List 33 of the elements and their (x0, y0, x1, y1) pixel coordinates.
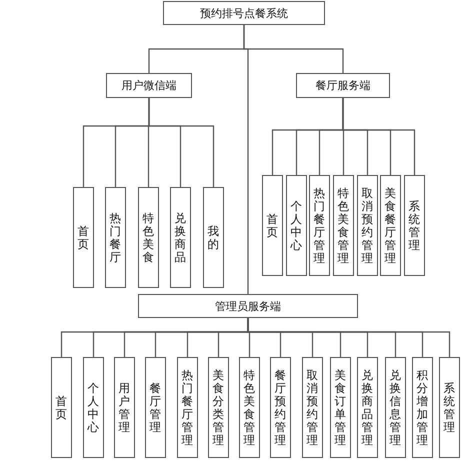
module-box: 积分增加管理 (412, 357, 433, 458)
subsystem-box: 管理员服务端 (138, 294, 358, 318)
module-box: 首页 (51, 357, 72, 458)
module-box: 取消预约管理 (302, 357, 323, 458)
module-box: 用户管理 (114, 357, 135, 458)
module-box: 美食订单管理 (330, 357, 351, 458)
module-box: 热门餐厅管理 (177, 357, 198, 458)
subsystem-box: 餐厅服务端 (296, 73, 390, 98)
module-box: 个人中心 (286, 175, 307, 276)
connector-line (148, 98, 214, 187)
connector-line (243, 25, 249, 294)
module-box: 兑换信息管理 (385, 357, 406, 458)
module-box: 首页 (73, 187, 94, 288)
module-box: 系统管理 (404, 175, 425, 276)
module-box: 个人中心 (83, 357, 104, 458)
module-box: 美食分类管理 (208, 357, 229, 458)
module-box: 特色美食管理 (333, 175, 354, 276)
connector-line (342, 98, 416, 175)
module-box: 我的 (203, 187, 224, 288)
module-box: 首页 (262, 175, 283, 276)
module-box: 系统管理 (439, 357, 460, 458)
module-box: 餐厅预约管理 (270, 357, 291, 458)
module-box: 美食餐厅管理 (380, 175, 401, 276)
subsystem-box: 用户微信端 (106, 73, 192, 98)
module-box: 热门餐厅管理 (309, 175, 330, 276)
title-box: 预约排号点餐系统 (163, 1, 325, 25)
module-box: 特色美食 (138, 187, 159, 288)
module-box: 取消预约管理 (357, 175, 378, 276)
module-box: 餐厅管理 (145, 357, 166, 458)
module-box: 热门餐厅 (105, 187, 126, 288)
module-box: 特色美食管理 (239, 357, 260, 458)
module-box: 兑换商品 (170, 187, 191, 288)
module-box: 兑换商品管理 (357, 357, 378, 458)
